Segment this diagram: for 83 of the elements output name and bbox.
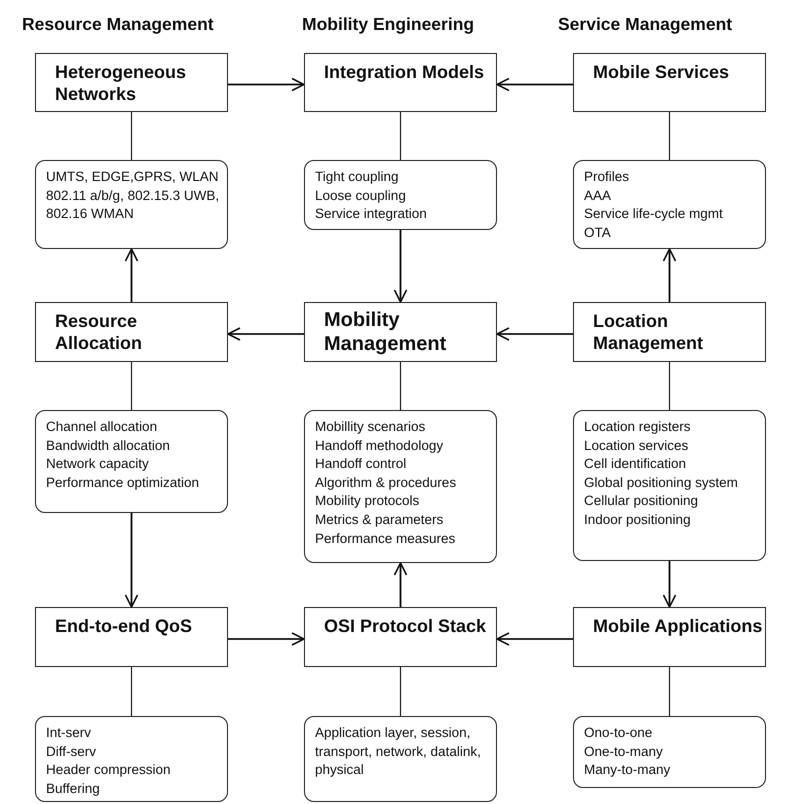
topic-box [35, 302, 228, 362]
connector-line [400, 112, 402, 160]
list-item: Diff-serv [46, 742, 98, 761]
connector-line [400, 362, 402, 410]
topic-box [304, 302, 497, 362]
list-item: Service integration [315, 205, 428, 224]
topic-box [573, 607, 766, 667]
topic-title: Mobile Services [593, 61, 730, 83]
list-item: Header compression [46, 761, 172, 780]
connector-line [130, 667, 132, 716]
list-item: Performance optimization [46, 474, 200, 492]
list-item: One-to-many [584, 742, 664, 761]
column-heading: Mobility Engineering [302, 14, 474, 35]
list-item: Loose coupling [315, 186, 407, 205]
topic-title: OSI Protocol Stack [324, 615, 488, 637]
detail-box [35, 410, 228, 513]
topic-title: Location Management [593, 310, 704, 354]
arrow [496, 78, 573, 92]
list-item: Network capacity [46, 455, 150, 474]
list-item: Metrics & parameters [315, 510, 444, 529]
list-item: Cell identification [584, 455, 688, 474]
topic-title: Resource Allocation [55, 310, 144, 354]
topic-title: Integration Models [324, 61, 486, 83]
topic-box [573, 302, 766, 362]
arrow [662, 561, 676, 608]
list-item: Buffering [46, 780, 101, 798]
detail-box [304, 160, 497, 230]
list-item: Bandwidth allocation [46, 436, 171, 455]
arrow [394, 230, 408, 303]
arrow [227, 327, 304, 341]
topic-title: Mobile Applications [593, 615, 764, 637]
detail-box [304, 716, 497, 802]
list-item: Profiles [584, 168, 630, 186]
arrow [228, 632, 305, 646]
arrow [394, 562, 408, 607]
list-item: Global positioning system Cellular positioning [584, 474, 739, 510]
arrow [662, 248, 676, 302]
list-item: Application layer, session, transport, network, datalink, physical [315, 724, 482, 780]
arrow [496, 327, 573, 341]
list-item: Channel allocation [46, 418, 158, 436]
arrow [124, 248, 138, 302]
connector-line [668, 667, 670, 716]
connector-line [668, 362, 670, 410]
list-item: Handoff control [315, 455, 408, 474]
topic-box [573, 53, 766, 112]
list-item: AAA [584, 186, 612, 205]
topic-box [304, 607, 497, 667]
column-heading: Service Management [558, 14, 732, 35]
detail-box [304, 410, 497, 563]
connector-line [130, 112, 132, 160]
list-item: Mobillity scenarios [315, 418, 426, 436]
list-item: Tight coupling [315, 168, 400, 186]
list-item: Handoff methodology [315, 436, 444, 455]
detail-box [35, 716, 228, 802]
connector-line [668, 112, 670, 160]
list-item: Algorithm & procedures [315, 474, 458, 492]
list-item: Location services [584, 436, 690, 455]
topic-title: Heterogeneous Networks [55, 61, 188, 105]
column-heading: Resource Management [22, 14, 214, 35]
list-item: Service life-cycle mgmt [584, 205, 724, 224]
list-item: Ono-to-one [584, 724, 654, 742]
topic-box [304, 53, 497, 112]
topic-box [35, 607, 228, 667]
detail-box [573, 410, 766, 561]
list-item: OTA [584, 224, 612, 242]
arrow [124, 513, 138, 608]
detail-box [35, 160, 228, 249]
connector-line [400, 667, 402, 716]
topic-title: Mobility Management [324, 308, 448, 356]
list-item: Mobility protocols [315, 492, 420, 510]
list-item: Many-to-many [584, 761, 672, 780]
list-item: Location registers [584, 418, 692, 436]
topic-title: End-to-end QoS [55, 615, 193, 637]
list-item: Indoor positioning [584, 510, 692, 529]
detail-box [573, 716, 766, 788]
detail-box [573, 160, 766, 249]
arrow [228, 78, 305, 92]
list-item: Performance measures [315, 530, 456, 548]
connector-line [130, 362, 132, 410]
topic-box [35, 53, 228, 112]
list-item: Int-serv [46, 724, 92, 742]
list-item: UMTS, EDGE,GPRS, WLAN 802.11 a/b/g, 802.15.3 UWB, 802.16 WMAN [46, 168, 220, 224]
arrow [496, 632, 573, 646]
